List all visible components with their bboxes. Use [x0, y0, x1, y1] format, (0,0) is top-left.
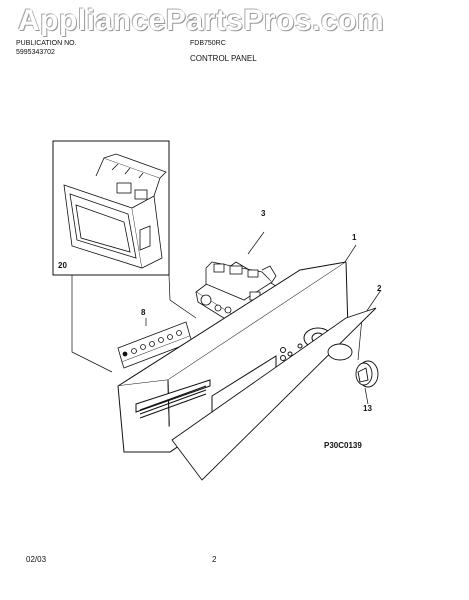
callout-13: 13	[363, 404, 372, 413]
part-13-knob	[355, 360, 379, 388]
callout-8: 8	[141, 308, 146, 317]
model-number: FDB750RC	[190, 40, 226, 47]
callout-3: 3	[261, 209, 266, 218]
callout-20: 20	[58, 261, 67, 270]
part-2-overlay	[171, 307, 377, 481]
part-8-button-strip	[117, 321, 193, 369]
footer-date: 02/03	[26, 555, 47, 564]
publication-number: 5995343702	[16, 49, 55, 56]
watermark-logo: AppliancePartsPros.com	[18, 4, 385, 37]
diagram-code: P30C0139	[324, 441, 362, 450]
publication-label: PUBLICATION NO.	[16, 40, 77, 47]
callout-1: 1	[352, 233, 357, 242]
part-20-dispenser	[63, 153, 167, 269]
page-number: 2	[212, 555, 217, 564]
inset-frame	[52, 140, 170, 276]
callout-2: 2	[377, 284, 382, 293]
section-title: CONTROL PANEL	[190, 54, 257, 63]
